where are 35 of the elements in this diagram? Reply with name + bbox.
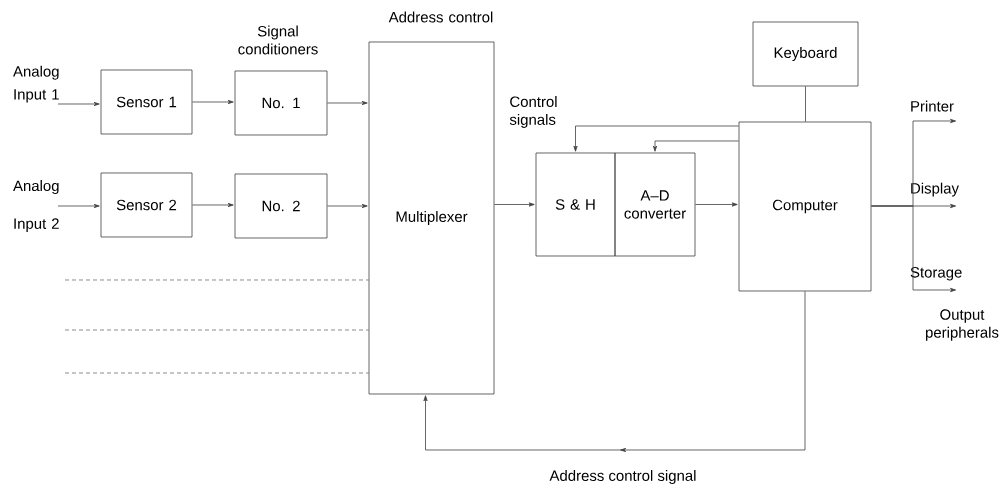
block-box: No. 1 [234, 70, 328, 136]
input-label: Analog Input 1 [13, 65, 59, 103]
arrow [57, 203, 100, 209]
block-box: Keyboard [752, 21, 859, 87]
arrow [423, 291, 806, 453]
block-box: Multiplexer [368, 41, 495, 395]
dashed-line [64, 372, 369, 374]
caption-label: Address control [388, 11, 493, 23]
output-label: Display [911, 182, 959, 197]
block-box: Computer [738, 121, 872, 292]
block-box: Sensor 1 [100, 69, 193, 135]
arrow [57, 101, 100, 107]
block-box: A–D converter [614, 152, 696, 257]
caption-label: Control signals [509, 96, 557, 128]
connector-line [805, 86, 806, 122]
arrow [695, 202, 738, 207]
arrow [327, 100, 368, 106]
output-label: Printer [911, 100, 954, 112]
block-box: No. 2 [234, 173, 328, 239]
arrow [573, 125, 739, 152]
arrow [494, 202, 535, 207]
arrow [327, 203, 368, 209]
arrow [652, 140, 739, 152]
dashed-line [64, 329, 369, 331]
block-box: Sensor 2 [100, 172, 193, 238]
arrow [192, 99, 234, 105]
arrow [871, 205, 957, 293]
output-label: Storage [910, 267, 962, 281]
arrow [192, 202, 234, 208]
caption-label: Output peripherals [926, 309, 999, 341]
block-box: S & H [535, 152, 616, 257]
caption-label: Signal conditioners [238, 25, 318, 55]
edge-label: Address control signal [548, 469, 698, 485]
input-label: Analog Input 2 [13, 180, 59, 232]
dashed-line [64, 279, 369, 281]
